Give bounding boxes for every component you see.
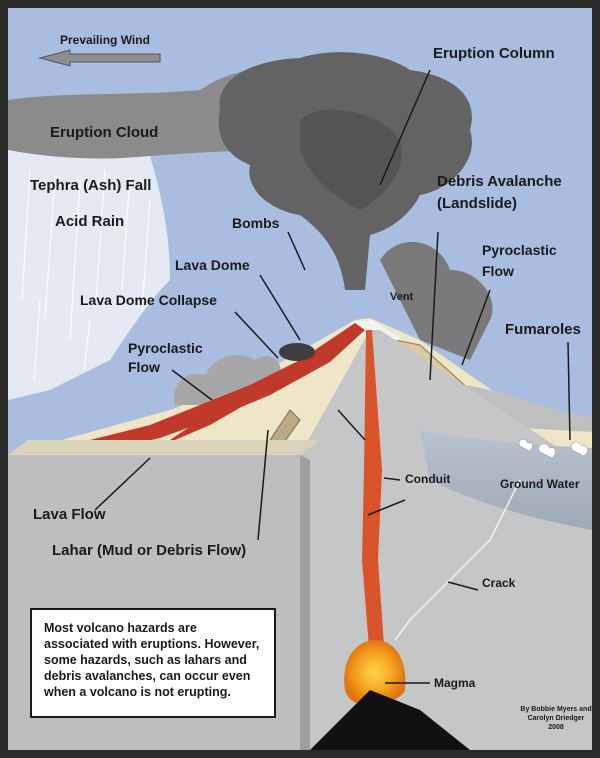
acid-rain-streaks <box>21 169 151 381</box>
label-eruption-cloud: Eruption Cloud <box>50 124 158 141</box>
label-fumaroles: Fumaroles <box>505 321 581 338</box>
label-conduit: Conduit <box>405 472 450 486</box>
magma-chamber <box>344 640 406 705</box>
label-tephra-fall: Tephra (Ash) Fall <box>30 177 151 194</box>
label-crack: Crack <box>482 576 516 590</box>
cross-section-top-edge <box>8 440 320 455</box>
label-ground-water: Ground Water <box>500 477 580 491</box>
eruption-column-core <box>300 109 402 210</box>
label-eruption-column: Eruption Column <box>433 45 555 62</box>
label-pyroclastic-flow-right-2: Flow <box>482 263 514 279</box>
label-lahar: Lahar (Mud or Debris Flow) <box>52 542 246 559</box>
pointer-lines <box>94 69 571 684</box>
credit-line-1: By Bobbie Myers and <box>520 706 592 713</box>
label-lava-flow: Lava Flow <box>33 506 106 523</box>
wind-arrow <box>38 49 161 67</box>
hazards-note-text: Most volcano hazards are associated with… <box>44 621 260 699</box>
label-lava-dome-collapse: Lava Dome Collapse <box>80 292 217 308</box>
label-debris-avalanche-2: (Landslide) <box>437 195 517 212</box>
label-vent: Vent <box>390 291 414 303</box>
ash-billow-right <box>380 241 493 360</box>
base-wedge <box>310 690 470 750</box>
label-lava-dome: Lava Dome <box>175 257 250 273</box>
credit-line-3: 2008 <box>548 724 564 731</box>
label-debris-avalanche-1: Debris Avalanche <box>437 173 562 190</box>
label-acid-rain: Acid Rain <box>55 213 124 230</box>
credit: By Bobbie Myers and Carolyn Driedger 200… <box>514 705 598 732</box>
hazards-note-box: Most volcano hazards are associated with… <box>30 608 276 718</box>
label-prevailing-wind: Prevailing Wind <box>60 33 150 47</box>
cross-section-edge <box>300 455 310 750</box>
lava-flow-branch <box>150 395 250 448</box>
label-magma: Magma <box>434 676 476 690</box>
tephra-fall <box>8 150 170 400</box>
pyroclastic-flow-right <box>445 384 592 432</box>
label-bombs: Bombs <box>232 215 280 231</box>
conduit <box>362 330 385 660</box>
label-pyroclastic-flow-right-1: Pyroclastic <box>482 242 557 258</box>
credit-line-2: Carolyn Driedger <box>527 715 585 722</box>
crack <box>394 479 521 641</box>
fumarole-steam <box>518 438 588 459</box>
lava-dome <box>279 343 315 361</box>
label-pyroclastic-flow-left-2: Flow <box>128 359 160 375</box>
label-pyroclastic-flow-left-1: Pyroclastic <box>128 340 203 356</box>
